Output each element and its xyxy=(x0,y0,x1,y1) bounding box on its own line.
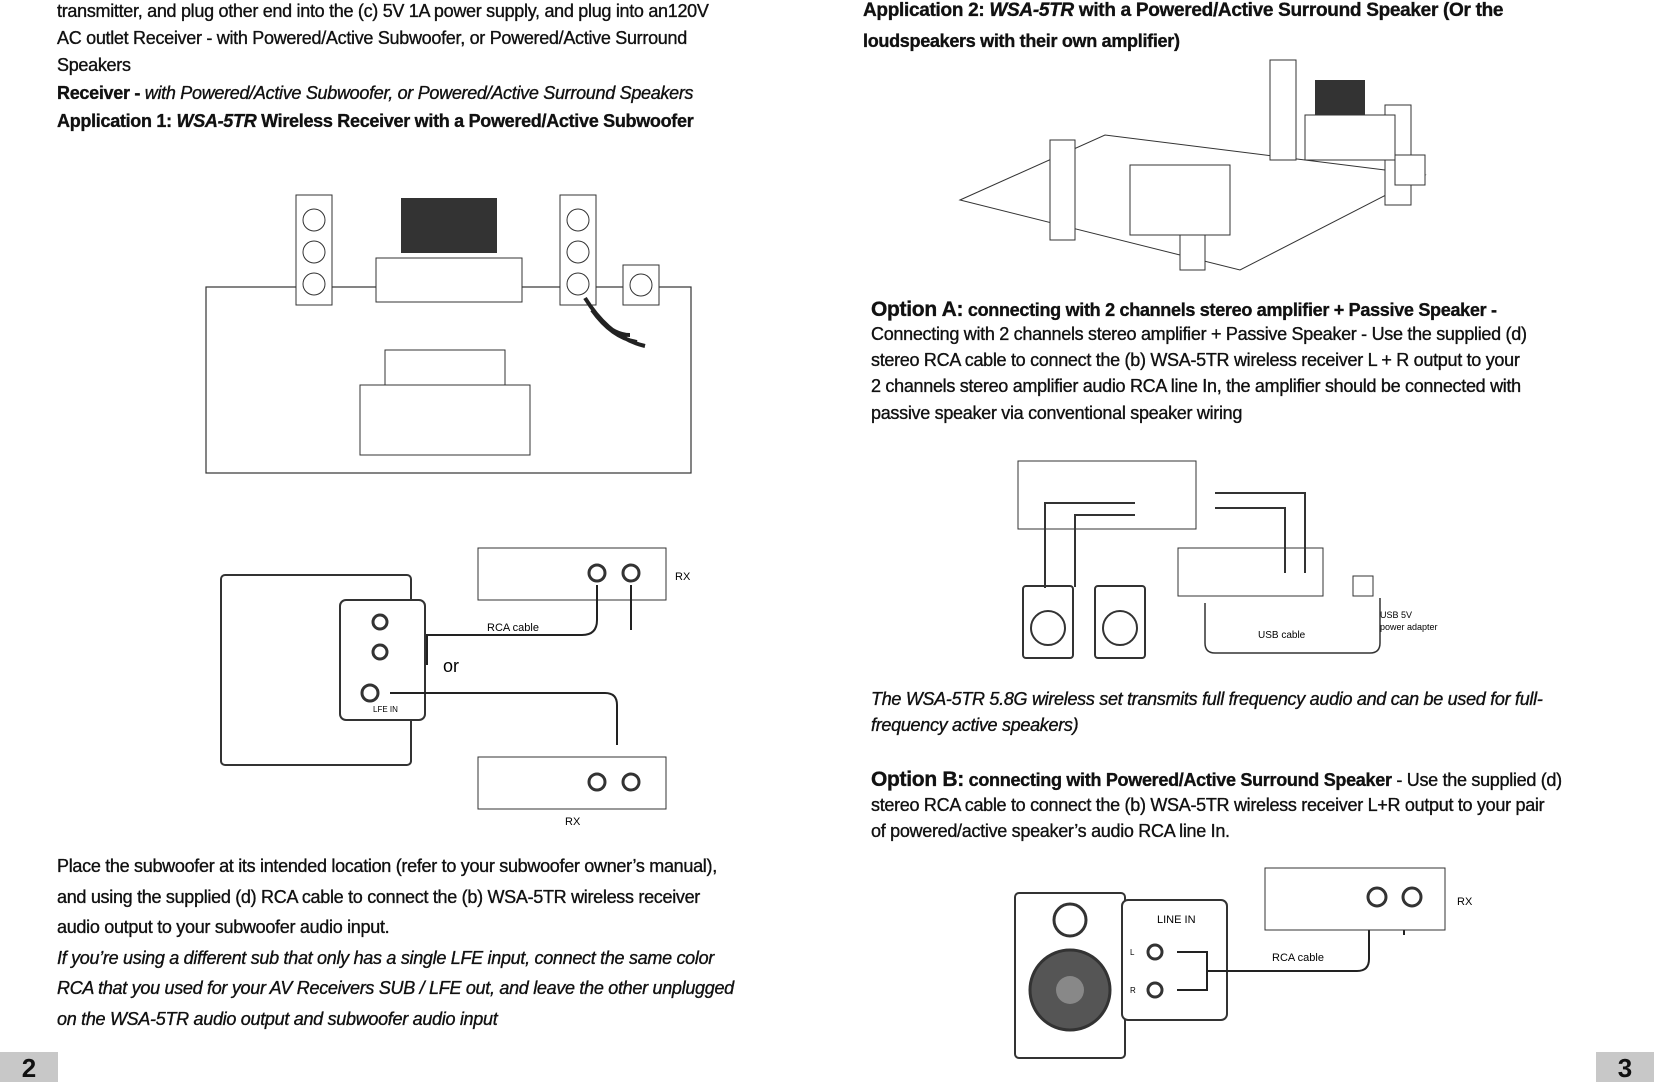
note-line: If you’re using a different sub that onl… xyxy=(57,948,715,968)
intro-line: Speakers xyxy=(57,55,131,75)
receiver-heading: Receiver - with Powered/Active Subwoofer… xyxy=(57,80,694,107)
place-line: audio output to your subwoofer audio inp… xyxy=(57,917,390,937)
or-label: or xyxy=(443,656,459,676)
place-line: Place the subwoofer at its intended loca… xyxy=(57,856,718,876)
rca-cable-label: RCA cable xyxy=(487,622,539,634)
option-b-line: of powered/active speaker’s audio RCA li… xyxy=(871,821,1230,841)
right-speaker xyxy=(559,194,597,306)
application-2-heading: Application 2: WSA-5TR with a Powered/Ac… xyxy=(863,0,1504,24)
receiver-desc: with Powered/Active Subwoofer, or Powere… xyxy=(144,83,694,103)
option-b-line: stereo RCA cable to connect the (b) WSA-… xyxy=(871,795,1545,815)
place-line: and using the supplied (d) RCA cable to … xyxy=(57,887,701,907)
option-b-title: connecting with Powered/Active Surround … xyxy=(963,770,1392,790)
option-a-line: passive speaker via conventional speaker… xyxy=(871,403,1243,423)
intro-line: AC outlet Receiver - with Powered/Active… xyxy=(57,28,688,48)
option-b-heading: Option B: connecting with Powered/Active… xyxy=(871,766,1562,794)
usb-cable-label: USB cable xyxy=(1258,630,1306,641)
rx-label: RX xyxy=(1457,896,1472,908)
application-1-heading: Application 1: WSA-5TR Wireless Receiver… xyxy=(57,108,694,135)
option-a-line: Connecting with 2 channels stereo amplif… xyxy=(871,324,1527,344)
room-subwoofer-diagram xyxy=(205,194,692,474)
wireless-note-line: frequency active speakers) xyxy=(871,715,1079,735)
note-line: RCA that you used for your AV Receivers … xyxy=(57,978,735,998)
app2-rest: with a Powered/Active Surround Speaker (… xyxy=(1073,0,1504,21)
option-a-diagram: USB cable USB 5V power adapter xyxy=(1017,460,1438,659)
option-b-rest: - Use the supplied (d) xyxy=(1391,770,1562,790)
option-a-heading: Option A: connecting with 2 channels ste… xyxy=(871,296,1497,324)
surround-room-diagram xyxy=(958,59,1427,271)
page-number-right: 3 xyxy=(1596,1052,1654,1083)
receiver-label: Receiver - xyxy=(57,83,145,103)
intro-line: transmitter, and plug other end into the… xyxy=(57,1,709,21)
wireless-waves-icon xyxy=(583,296,646,348)
option-a-label: Option A: xyxy=(871,298,964,321)
rca-cable-label: RCA cable xyxy=(1272,952,1324,964)
option-b-label: Option B: xyxy=(871,768,965,791)
rx-top-label: RX xyxy=(675,571,691,583)
app2-prefix: Application 2: xyxy=(863,0,990,21)
app1-model: WSA-5TR xyxy=(176,111,257,131)
usb-adapter-label-2: power adapter xyxy=(1380,622,1438,632)
r-label: R xyxy=(1130,986,1136,995)
usb-adapter-label: USB 5V xyxy=(1380,610,1412,620)
left-speaker xyxy=(295,194,333,306)
option-b-diagram: LINE IN L R RX RCA cable xyxy=(1014,867,1472,1059)
app2-model: WSA-5TR xyxy=(989,0,1074,21)
app1-rest: Wireless Receiver with a Powered/Active … xyxy=(256,111,694,131)
sofa xyxy=(359,349,531,456)
application-2-heading-line2: loudspeakers with their own amplifier) xyxy=(863,31,1180,51)
subwoofer-connection-diagram: LFE IN or RX RCA cable RX xyxy=(220,547,691,828)
wireless-note-line: The WSA-5TR 5.8G wireless set transmits … xyxy=(871,689,1543,709)
line-in-label: LINE IN xyxy=(1157,914,1196,926)
option-a-line: 2 channels stereo amplifier audio RCA li… xyxy=(871,376,1522,396)
page-number-left: 2 xyxy=(0,1052,58,1083)
option-a-line: stereo RCA cable to connect the (b) WSA-… xyxy=(871,350,1520,370)
l-label: L xyxy=(1130,948,1135,957)
option-a-title: connecting with 2 channels stereo amplif… xyxy=(963,300,1497,320)
rx-bottom-label: RX xyxy=(565,816,581,828)
tv-stand xyxy=(375,257,523,303)
note-line: on the WSA-5TR audio output and subwoofe… xyxy=(57,1009,498,1029)
app1-prefix: Application 1: xyxy=(57,111,177,131)
lfe-in-label: LFE IN xyxy=(373,705,398,714)
tv xyxy=(401,198,497,253)
